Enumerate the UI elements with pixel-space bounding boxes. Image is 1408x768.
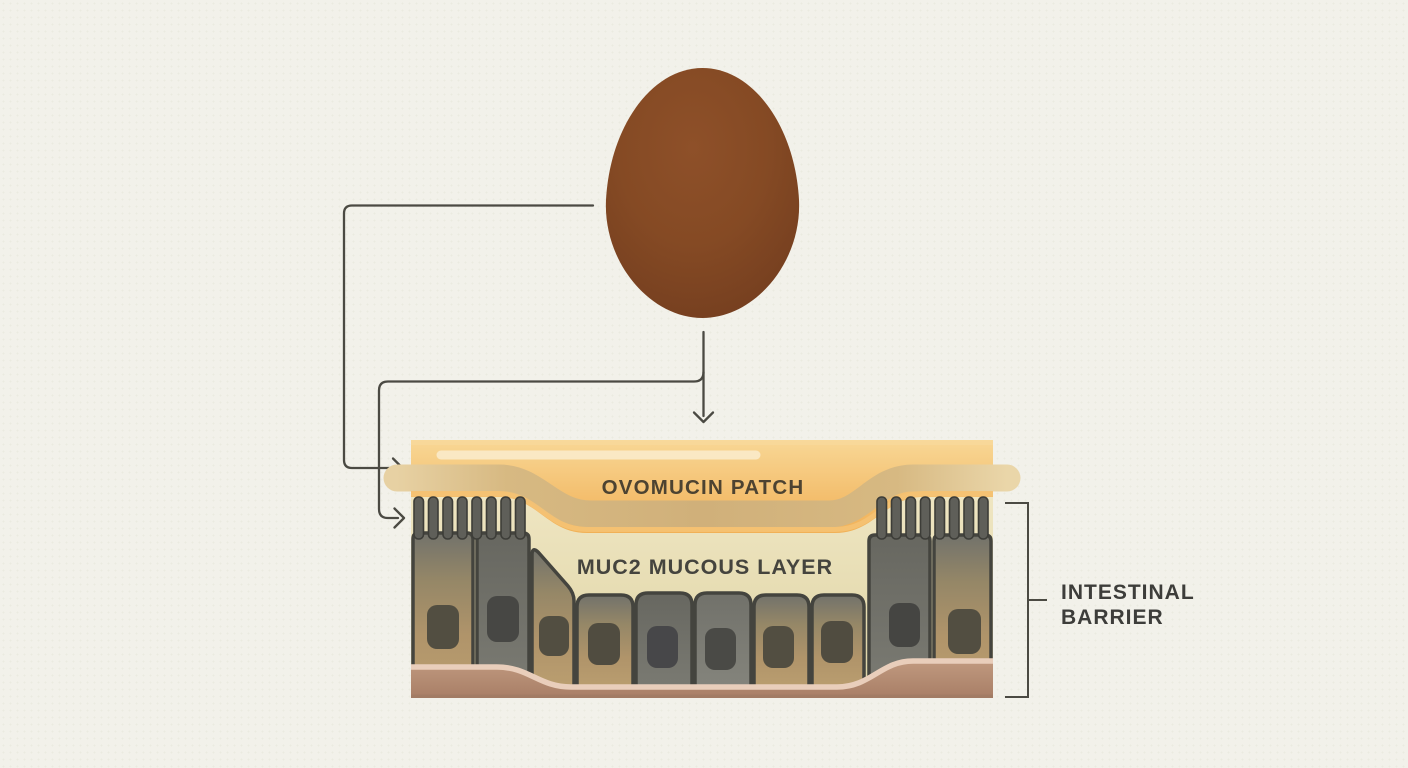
- patch-top-sheen: [411, 440, 993, 445]
- egg: [605, 68, 800, 318]
- intestinal-barrier-label-line1: INTESTINAL: [1061, 581, 1195, 604]
- arrows: [342, 204, 715, 529]
- basement-highlight-line: [411, 658, 993, 690]
- basement-layer: [411, 658, 993, 698]
- arrow-egg-down-head: [692, 411, 715, 424]
- barrier-box: OVOMUCIN PATCH MUC2 MUCOUS LAYER: [383, 440, 1021, 698]
- egg-shape: [605, 68, 800, 318]
- intestinal-barrier-bracket: INTESTINAL BARRIER: [1005, 502, 1195, 698]
- muc2-layer-label: MUC2 MUCOUS LAYER: [577, 555, 833, 579]
- cell-nuclei: [427, 596, 981, 670]
- microvilli-comb: [413, 496, 989, 540]
- intestinal-barrier-label-line2: BARRIER: [1061, 606, 1164, 629]
- arrow-branch-to-mucosa: [377, 370, 705, 520]
- arrow-branch-to-mucosa-head: [393, 507, 406, 529]
- arrow-egg-to-patch: [342, 204, 595, 470]
- basement-bottom-shade: [411, 694, 993, 698]
- ovomucin-patch-label: OVOMUCIN PATCH: [602, 476, 805, 499]
- patch-ribbon-band: [383, 464, 1021, 528]
- bracket-shape: [1005, 502, 1029, 698]
- ovomucin-patch-layer: [383, 440, 1021, 533]
